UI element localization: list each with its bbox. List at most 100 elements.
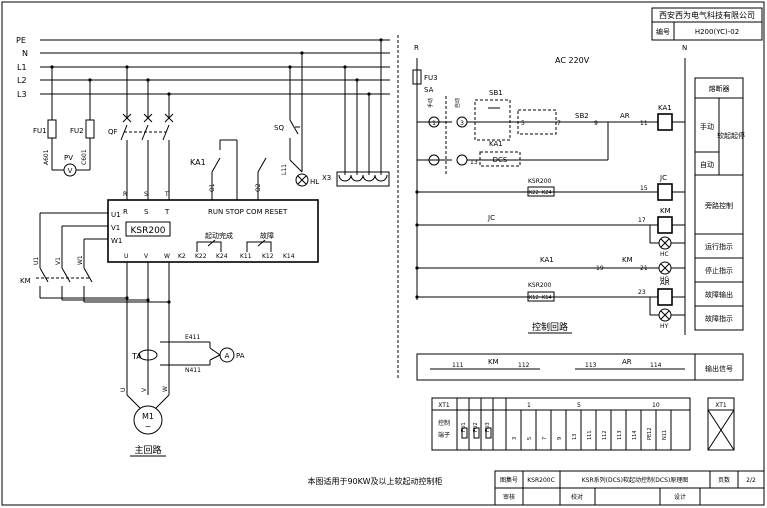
sa-auto-label: 自动 — [454, 98, 461, 108]
fault-output-label: 故障输出 — [705, 290, 733, 299]
socket-x3: X3 — [322, 38, 390, 187]
fu3-label: FU3 — [424, 74, 438, 82]
design-label: 设计 — [674, 493, 686, 501]
ac-voltage-label: AC 220V — [555, 56, 590, 65]
stop-indicator-label: 停止指示 — [705, 266, 733, 275]
ksr-in-t: T — [164, 208, 170, 216]
sig-km-label: KM — [488, 358, 499, 366]
svg-text:端子: 端子 — [438, 431, 450, 439]
dcs-label: DCS — [493, 156, 508, 164]
sb2-label: SB2 — [575, 112, 589, 120]
term-111: 111 — [587, 430, 593, 440]
ksr-term-u1: U1 — [111, 211, 121, 219]
ar-coil-label: AR — [660, 279, 670, 287]
terminal-col-1: 1 — [527, 402, 531, 409]
sa-manual-label: 手动 — [427, 98, 434, 108]
ksr-term-t: T — [164, 191, 169, 198]
control-row-2: KSR200 K22 K24 15 JC — [415, 174, 685, 201]
motor-u-label: U — [120, 388, 127, 392]
ksr-term-v1: V1 — [111, 224, 120, 232]
motor-v-label: V — [141, 387, 148, 392]
pv-label: PV — [64, 154, 73, 162]
ksr-out-k22: K22 — [195, 253, 207, 260]
terminal-right-head: XT1 — [715, 402, 727, 409]
bus-l2-label: L2 — [17, 76, 27, 85]
drawing-title: KSR系列(DCS)软起动控制(DCS)原理图 — [582, 476, 689, 484]
motor-m1-icon — [133, 405, 163, 435]
node-21-label: 21 — [640, 265, 648, 272]
node-13-label: 13 — [470, 159, 478, 166]
km-row4-label: KM — [622, 256, 633, 264]
node-5-label: 5 — [521, 120, 525, 127]
lamp-hl-icon — [295, 173, 309, 187]
node-3-label: 3 — [460, 120, 464, 127]
sa-label: SA — [424, 86, 434, 94]
motor-w-label: W — [162, 386, 169, 392]
term-113: 113 — [617, 430, 623, 440]
ksr-k14: K14 — [542, 295, 552, 301]
bus-bars: PE N L1 L2 L3 — [16, 36, 390, 99]
n411-label: N411 — [185, 367, 201, 374]
ksr-header-text: RUN STOP COM RESET — [208, 208, 288, 216]
bus-n-label: N — [22, 49, 28, 58]
ka1-coil-label: KA1 — [658, 104, 672, 112]
applicability-note: 本图适用于90KW及以上软起动控制柜 — [307, 476, 442, 486]
ksr-out-v: V — [144, 253, 149, 260]
control-row-3: JC 17 KM HC — [415, 207, 685, 258]
company-name: 西安西为电气科技有限公司 — [659, 10, 755, 20]
main-circuit-caption: 主回路 — [134, 444, 161, 456]
output-signal-label: 输出信号 — [705, 364, 733, 373]
ksr-k24: K24 — [542, 190, 552, 196]
svg-text:控制: 控制 — [438, 419, 450, 427]
sq-hl-branch: SQ HL L11 — [274, 51, 319, 187]
coil-jc-icon — [657, 183, 673, 201]
ksr-k22: K22 — [529, 190, 539, 196]
ta-label: TA — [131, 352, 142, 361]
sig-111: 111 — [452, 362, 464, 369]
ka1-main-label: KA1 — [190, 158, 206, 167]
ksr-out-k11: K11 — [240, 253, 252, 260]
ksr-out-w: W — [164, 253, 170, 260]
coil-km-icon — [657, 216, 673, 234]
number-value: H200(YC)-02 — [695, 28, 739, 36]
ksr-ref-1: KSR200 — [528, 178, 552, 185]
x3-label: X3 — [322, 174, 331, 182]
fuse-fu3-symbol — [412, 69, 422, 85]
a601-label: A601 — [43, 149, 50, 165]
fu1-label: FU1 — [33, 127, 47, 135]
n-label: N — [682, 44, 687, 52]
node-15-label: 15 — [640, 185, 648, 192]
bus-pe-label: PE — [16, 36, 26, 45]
manual-function-label: 手动 — [700, 122, 714, 131]
node-23-label: 23 — [638, 289, 646, 296]
sig-112: 112 — [518, 362, 530, 369]
terminal-table: XT1 控制 端子 1 5 10 XT1 FU1 FU2 FU3 3 5 7 — [431, 397, 735, 451]
number-label: 编号 — [656, 27, 670, 36]
ksr-out-k12: K12 — [262, 253, 274, 260]
page-label: 页数 — [718, 476, 730, 484]
terminal-col-5: 5 — [577, 402, 581, 409]
coil-ka1-icon — [657, 113, 673, 131]
node-9-label: 9 — [594, 120, 598, 127]
soft-start-label: 软起起停 — [717, 131, 745, 140]
review-label: 审核 — [503, 493, 515, 501]
fuse-function-label: 熔断器 — [709, 84, 730, 93]
pa-label: PA — [236, 352, 245, 360]
km-main-label: KM — [20, 277, 31, 285]
start-done-label: 起动完成 — [205, 231, 233, 240]
ct-ta-icon — [138, 349, 158, 361]
ksr-out-u: U — [124, 253, 128, 260]
km-w1-label: W1 — [77, 255, 84, 265]
motor-branch: A TA PA E411 N411 U V W M1 ~ 主回路 — [120, 262, 245, 457]
ksr-term-r: R — [123, 191, 127, 198]
node-19-label: 19 — [596, 265, 604, 272]
ksr-out-k24: K24 — [216, 253, 228, 260]
auto-function-label: 自动 — [700, 160, 714, 169]
svg-text:V: V — [68, 167, 73, 175]
fuse-fu2-symbol — [85, 119, 95, 139]
sq-label: SQ — [274, 124, 284, 132]
jc-contact-label: JC — [487, 214, 495, 222]
ksr-out-k14: K14 — [283, 253, 295, 260]
term-fu1: FU1 — [461, 422, 467, 432]
